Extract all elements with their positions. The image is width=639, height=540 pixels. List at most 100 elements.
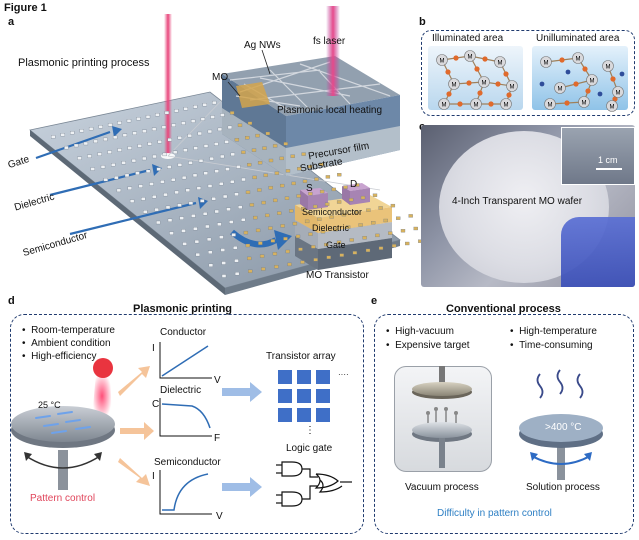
device-cell [225,167,230,171]
metal-atom-label: M [548,103,553,109]
figure-title: Figure 1 [4,2,47,14]
device-cell [234,138,240,142]
device-cell [160,180,165,184]
glove [561,217,635,287]
dielectric-y: C [152,399,160,410]
device-cell [143,210,148,214]
device-cell [375,233,380,238]
oxygen-atom [488,101,494,107]
device-cell [155,113,160,117]
device-cell [324,242,329,247]
device-cell [127,186,132,190]
device-cell [87,154,92,158]
transistor-tile [316,389,330,403]
device-cell [164,111,170,115]
device-cell [255,228,261,233]
device-cell [138,184,143,188]
metal-atom [572,52,584,64]
device-cell [145,115,151,119]
oxygen-atom [482,56,488,62]
device-cell [277,211,282,215]
device-cell [247,163,252,167]
device-cell [141,197,146,201]
label-fs-laser: fs laser [313,36,346,47]
device-cell [234,192,239,196]
device-cell [249,203,255,207]
metal-atom [494,56,506,68]
device-cell [147,142,152,146]
device-cell [263,173,268,177]
device-cell [190,119,196,123]
metal-atom-label: M [590,79,595,85]
temp-label: 25 °C [38,400,61,410]
transistor-tile [316,370,330,384]
label-illuminated: Illuminated area [432,33,504,44]
device-cell [169,231,174,235]
device-cell [241,150,246,154]
transistor-tile [316,408,330,422]
device-cell [297,167,302,171]
device-cell [258,241,263,245]
device-cell [193,227,198,231]
metal-atom [586,74,598,86]
device-cell [233,246,238,250]
device-cell [212,100,217,105]
scale-label: 1 cm [598,155,618,165]
metal-atom [554,82,566,94]
panel-letter-e: e [371,295,378,307]
stack-label-gate: Gate [326,240,346,250]
device-cell [183,107,188,111]
device-cell [177,203,182,207]
device-cell [117,121,122,125]
device-cell [325,175,331,179]
device-cell [292,221,298,226]
laser-cone [92,372,112,420]
stack-label-d: D [350,179,358,190]
wafer-photo: 1 cm [421,125,635,287]
metal-atom [602,60,614,72]
device-cell [124,173,130,178]
metal-atom [506,80,518,92]
device-cell [336,240,342,244]
device-cell [331,187,336,192]
device-cell [284,196,290,200]
device-cell [255,133,260,138]
device-cell [326,255,331,260]
panel-a-title: Plasmonic printing process [18,57,150,69]
device-cell [320,230,326,234]
panel-letter-b: b [419,16,426,28]
device-cell [97,152,102,156]
device-cell [231,233,236,237]
device-cell [301,207,306,211]
residual-group [597,91,603,97]
device-cell [167,138,172,142]
device-cell [280,183,285,188]
device-cell [317,217,322,221]
bullet-e-left-2: • Expensive target [386,340,470,351]
device-cell [234,272,240,276]
inset-zoom: 1 cm [561,127,635,185]
device-cell [272,144,278,148]
bullet-e-right-2: • Time-consuming [510,340,593,351]
device-cell [337,173,342,177]
device-cell [224,140,229,144]
device-cell [174,109,179,113]
oxygen-atom [582,66,588,72]
device-cell [261,200,266,205]
device-cell [122,133,128,137]
metal-atom [606,100,618,112]
device-cell [145,169,151,173]
device-cell [156,220,161,225]
device-cell [64,145,69,150]
ellipsis-horizontal: ···· [338,370,349,379]
fs-laser-beam [326,6,340,96]
device-cell [353,210,359,215]
oxygen-atom [453,55,459,61]
device-cell [205,224,210,229]
logic-gate-label: Logic gate [286,443,333,454]
device-cell [200,117,206,121]
device-cell [273,198,278,203]
device-cell [268,186,273,190]
